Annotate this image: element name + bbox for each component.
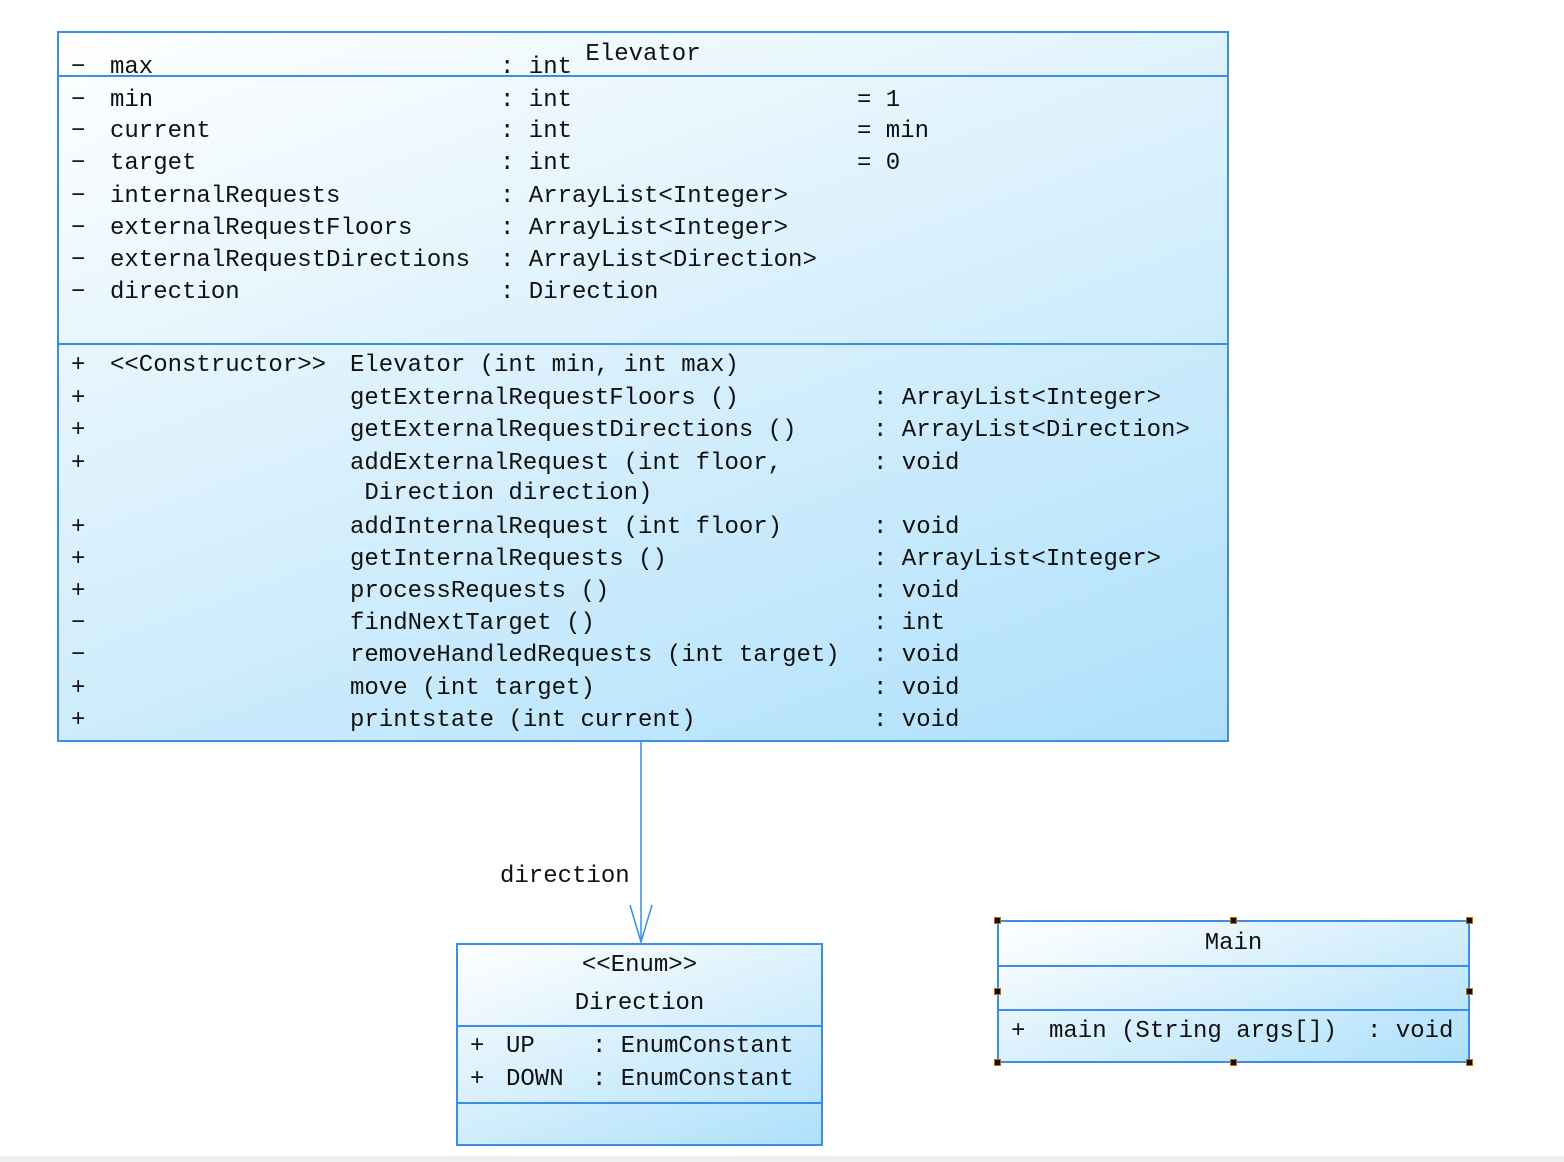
divider [59, 75, 1227, 77]
method-signature: getExternalRequestDirections () [350, 417, 797, 444]
method-return: : ArrayList<Integer> [873, 385, 1162, 412]
class-name: Elevator [585, 41, 701, 68]
method-signature-continued: Direction direction) [350, 480, 653, 507]
resize-handle[interactable] [994, 1059, 1001, 1066]
divider [999, 965, 1468, 967]
attribute-name: direction [110, 279, 240, 306]
attribute-visibility: − [71, 150, 86, 177]
resize-handle[interactable] [1230, 1059, 1237, 1066]
attribute-name: internalRequests [110, 183, 341, 210]
attribute-name: target [110, 150, 197, 177]
method-visibility: + [71, 450, 86, 477]
divider [458, 1025, 821, 1027]
constant-name: UP [506, 1033, 535, 1060]
method-visibility: + [71, 578, 86, 605]
resize-handle[interactable] [1230, 917, 1237, 924]
attribute-visibility: − [71, 54, 86, 81]
enum-direction[interactable]: <<Enum>> Direction + UP : EnumConstant + DOW… [456, 943, 823, 1146]
attribute-type: : Direction [500, 279, 659, 306]
method-visibility: + [71, 352, 86, 379]
method-visibility: − [71, 642, 86, 669]
constant-visibility: + [470, 1033, 485, 1060]
method-signature: addInternalRequest (int floor) [350, 514, 783, 541]
method-signature: main (String args[]) [1049, 1018, 1338, 1045]
method-return: : void [873, 642, 960, 669]
divider [999, 1009, 1468, 1011]
attribute-name: externalRequestFloors [110, 215, 413, 242]
class-name: Main [1204, 930, 1263, 957]
method-signature: removeHandledRequests (int target) [350, 642, 840, 669]
resize-handle[interactable] [994, 988, 1001, 995]
method-signature: getInternalRequests () [350, 546, 667, 573]
class-elevator[interactable]: Elevator −max: int−min: int= 1−current: … [57, 31, 1229, 742]
method-visibility: + [71, 417, 86, 444]
method-signature: move (int target) [350, 675, 595, 702]
attribute-visibility: − [71, 183, 86, 210]
attribute-name: current [110, 118, 211, 145]
class-name: Direction [574, 990, 705, 1017]
attribute-visibility: − [71, 87, 86, 114]
canvas-bottom-edge [0, 1156, 1564, 1162]
method-return: : void [873, 707, 960, 734]
attribute-type: : ArrayList<Direction> [500, 247, 817, 274]
method-visibility: + [71, 514, 86, 541]
resize-handle[interactable] [1466, 988, 1473, 995]
constant-type: : EnumConstant [592, 1066, 794, 1093]
method-return: : void [1367, 1018, 1454, 1045]
attribute-name: max [110, 54, 154, 81]
attribute-name: externalRequestDirections [110, 247, 471, 274]
method-signature: processRequests () [350, 578, 610, 605]
attribute-type: : ArrayList<Integer> [500, 215, 789, 242]
resize-handle[interactable] [1466, 917, 1473, 924]
method-visibility: + [71, 707, 86, 734]
method-signature: addExternalRequest (int floor, [350, 450, 783, 477]
method-signature: printstate (int current) [350, 707, 696, 734]
constant-visibility: + [470, 1066, 485, 1093]
stereotype: <<Enum>> [581, 952, 698, 979]
method-visibility: + [71, 546, 86, 573]
method-return: : void [873, 450, 960, 477]
method-visibility: + [1011, 1018, 1026, 1045]
method-visibility: + [71, 385, 86, 412]
method-signature: Elevator (int min, int max) [350, 352, 739, 379]
attribute-type: : int [500, 150, 573, 177]
method-return: : void [873, 675, 960, 702]
method-return: : ArrayList<Direction> [873, 417, 1190, 444]
open-arrow-icon [629, 904, 653, 945]
attribute-type: : int [500, 118, 573, 145]
attribute-visibility: − [71, 215, 86, 242]
constant-type: : EnumConstant [592, 1033, 794, 1060]
attribute-type: : int [500, 87, 573, 114]
method-return: : int [873, 610, 946, 637]
divider [59, 343, 1227, 345]
attribute-name: min [110, 87, 154, 114]
method-stereotype: <<Constructor>> [110, 352, 327, 379]
association-label: direction [500, 863, 630, 890]
attribute-visibility: − [71, 247, 86, 274]
method-signature: getExternalRequestFloors () [350, 385, 739, 412]
attribute-initial-value: = 1 [857, 87, 901, 114]
attribute-visibility: − [71, 118, 86, 145]
constant-name: DOWN [506, 1066, 564, 1093]
method-signature: findNextTarget () [350, 610, 595, 637]
attribute-initial-value: = 0 [857, 150, 901, 177]
class-main[interactable]: Main + main (String args[]) : void [997, 920, 1470, 1063]
attribute-type: : ArrayList<Integer> [500, 183, 789, 210]
divider [458, 1102, 821, 1104]
attribute-initial-value: = min [857, 118, 930, 145]
method-return: : ArrayList<Integer> [873, 546, 1162, 573]
attribute-visibility: − [71, 279, 86, 306]
resize-handle[interactable] [1466, 1059, 1473, 1066]
method-return: : void [873, 578, 960, 605]
method-visibility: − [71, 610, 86, 637]
attribute-type: : int [500, 54, 573, 81]
method-visibility: + [71, 675, 86, 702]
method-return: : void [873, 514, 960, 541]
resize-handle[interactable] [994, 917, 1001, 924]
